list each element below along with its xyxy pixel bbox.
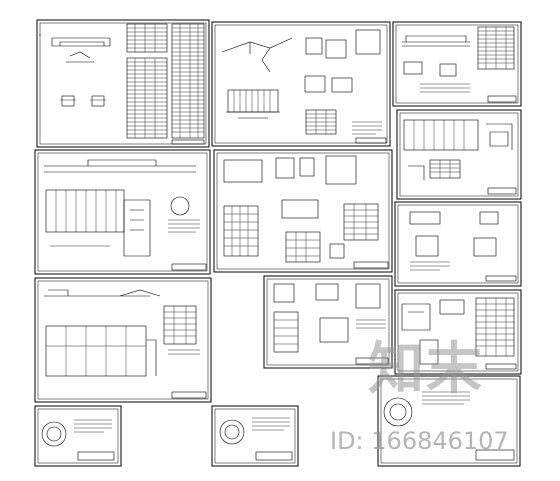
sheet-12 [211, 405, 299, 467]
sheet-8 [34, 277, 212, 403]
sheet-1-table-c [171, 23, 205, 139]
sheet-13 [377, 375, 521, 467]
watermark-id: ID: 166846107 [330, 427, 509, 455]
sheet-7 [394, 201, 522, 287]
watermark-logo: 知末 [368, 337, 484, 402]
sheet-4 [396, 109, 522, 200]
sheet-2 [211, 21, 391, 147]
sheet-2-table [305, 109, 337, 135]
sheet-6 [213, 149, 393, 273]
sheet-10 [394, 289, 522, 375]
sheet-2-elevation [226, 89, 280, 119]
sheet-1 [36, 19, 210, 148]
sheet-9 [263, 275, 393, 369]
sheet-3 [392, 21, 522, 107]
sheet-11 [34, 405, 122, 467]
sheet-1-table-b [126, 57, 168, 139]
sheet-5 [34, 149, 211, 275]
sheet-1-table-a [126, 23, 168, 53]
